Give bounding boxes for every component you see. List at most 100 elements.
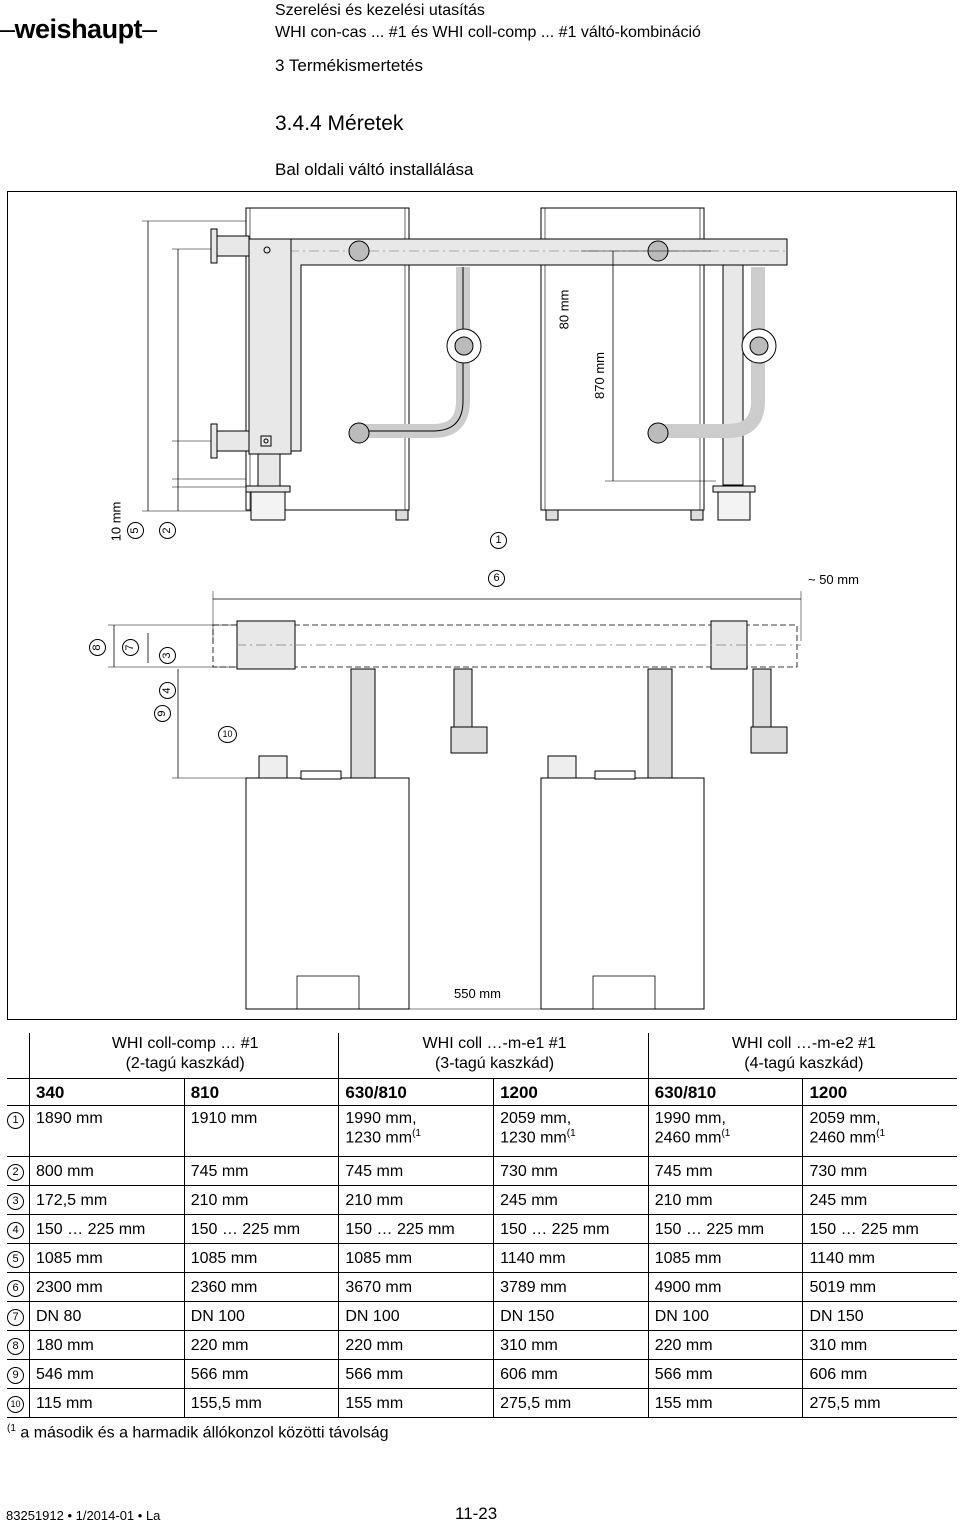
marker-3: 3 bbox=[157, 647, 176, 664]
row-key-marker: 3 bbox=[7, 1192, 24, 1210]
table-cell: 606 mm bbox=[802, 1359, 957, 1389]
table-cell: 1085 mm bbox=[647, 1243, 803, 1273]
table-cell: 245 mm bbox=[802, 1185, 957, 1215]
page-heading: 3.4.4 Méretek bbox=[275, 112, 404, 135]
table-cell: 310 mm bbox=[802, 1330, 957, 1360]
row-key-marker: 5 bbox=[7, 1250, 24, 1268]
table-cell: 150 … 225 mm bbox=[493, 1214, 649, 1244]
table-cell: 1140 mm bbox=[493, 1243, 649, 1273]
table-cell: 5019 mm bbox=[802, 1272, 957, 1302]
table-cell: 546 mm bbox=[29, 1359, 185, 1389]
table-cell: DN 100 bbox=[647, 1301, 803, 1331]
table-cell: 155 mm bbox=[338, 1388, 494, 1418]
dim-10mm: 10 mm bbox=[108, 501, 124, 542]
header-title: Szerelési és kezelési utasítás bbox=[275, 2, 485, 19]
table-cell: 745 mm bbox=[338, 1156, 494, 1186]
table-cell: 566 mm bbox=[338, 1359, 494, 1389]
table-cell: 210 mm bbox=[647, 1185, 803, 1215]
row-key-marker: 8 bbox=[7, 1337, 24, 1355]
row-key-marker: 2 bbox=[7, 1163, 24, 1181]
marker-2: 2 bbox=[157, 522, 176, 539]
table-cell: DN 150 bbox=[493, 1301, 649, 1331]
table-cell: 4900 mm bbox=[647, 1272, 803, 1302]
table-cell: 150 … 225 mm bbox=[338, 1214, 494, 1244]
dim-550mm: 550 mm bbox=[454, 986, 501, 1001]
marker-6: 6 bbox=[488, 568, 505, 587]
marker-1: 1 bbox=[490, 530, 507, 549]
marker-8: 8 bbox=[87, 639, 106, 656]
group-4-tagu: WHI coll …-m-e2 #1(4-tagú kaszkád) bbox=[647, 1033, 957, 1079]
table-cell: 220 mm bbox=[647, 1330, 803, 1360]
doc-number: 83251912 • 1/2014-01 • La bbox=[6, 1508, 161, 1523]
table-cell: 2360 mm bbox=[183, 1272, 339, 1302]
table-cell: DN 150 bbox=[802, 1301, 957, 1331]
table-cell: 155 mm bbox=[647, 1388, 803, 1418]
table-cell: 1085 mm bbox=[183, 1243, 339, 1273]
table-cell: 150 … 225 mm bbox=[802, 1214, 957, 1244]
table-cell: 210 mm bbox=[338, 1185, 494, 1215]
table-cell: 730 mm bbox=[802, 1156, 957, 1186]
dim-80mm: 80 mm bbox=[556, 289, 572, 330]
table-cell: 220 mm bbox=[183, 1330, 339, 1360]
marker-9: 9 bbox=[152, 705, 171, 722]
table-cell: DN 100 bbox=[338, 1301, 494, 1331]
table-group-header: WHI coll-comp … #1(2-tagú kaszkád) WHI c… bbox=[7, 1033, 957, 1079]
table-cell: 1085 mm bbox=[338, 1243, 494, 1273]
table-cell: 150 … 225 mm bbox=[29, 1214, 185, 1244]
marker-7: 7 bbox=[120, 639, 139, 656]
row-key-marker: 9 bbox=[7, 1366, 24, 1384]
row-key-marker: 6 bbox=[7, 1279, 24, 1297]
page-number: 11-23 bbox=[455, 1504, 498, 1523]
table-cell: 155,5 mm bbox=[183, 1388, 339, 1418]
group-3-tagu: WHI coll …-m-e1 #1(3-tagú kaszkád) bbox=[338, 1033, 649, 1079]
group-2-tagu: WHI coll-comp … #1(2-tagú kaszkád) bbox=[28, 1033, 339, 1079]
table-cell: 606 mm bbox=[493, 1359, 649, 1389]
sub-heading: Bal oldali váltó installálása bbox=[275, 160, 474, 179]
table-cell: 730 mm bbox=[493, 1156, 649, 1186]
table-cell: 220 mm bbox=[338, 1330, 494, 1360]
dim-870mm: 870 mm bbox=[591, 352, 607, 399]
table-cell: 1085 mm bbox=[29, 1243, 185, 1273]
table-cell: 115 mm bbox=[29, 1388, 185, 1418]
footnote: (1 a második és a harmadik állókonzol kö… bbox=[7, 1423, 389, 1442]
brand-logo: –weishaupt– bbox=[0, 14, 157, 44]
table-cell: 275,5 mm bbox=[802, 1388, 957, 1418]
table-cell: 2300 mm bbox=[29, 1272, 185, 1302]
dim-50mm: ~ 50 mm bbox=[808, 572, 859, 587]
section-title: 3 Termékismertetés bbox=[275, 56, 424, 75]
marker-10: 10 bbox=[218, 724, 237, 743]
row-key-marker: 10 bbox=[7, 1395, 24, 1413]
row-key-marker: 7 bbox=[7, 1308, 24, 1326]
table-cell: DN 80 bbox=[29, 1301, 185, 1331]
table-cell: DN 100 bbox=[183, 1301, 339, 1331]
table-cell: 210 mm bbox=[183, 1185, 339, 1215]
table-cell: 275,5 mm bbox=[493, 1388, 649, 1418]
table-cell: 566 mm bbox=[647, 1359, 803, 1389]
table-cell: 310 mm bbox=[493, 1330, 649, 1360]
table-cell: 150 … 225 mm bbox=[647, 1214, 803, 1244]
table-cell: 150 … 225 mm bbox=[183, 1214, 339, 1244]
row-key-marker: 4 bbox=[7, 1221, 24, 1239]
table-row: 1 1890 mm 1910 mm 1990 mm,1230 mm(1 2059… bbox=[7, 1105, 957, 1157]
table-cell: 3789 mm bbox=[493, 1272, 649, 1302]
header-subtitle: WHI con-cas ... #1 és WHI coll-comp ... … bbox=[275, 24, 701, 41]
table-cell: 1140 mm bbox=[802, 1243, 957, 1273]
table-subheader: 340 810 630/810 1200 630/810 1200 bbox=[7, 1078, 957, 1106]
marker-4: 4 bbox=[157, 682, 176, 699]
table-cell: 172,5 mm bbox=[29, 1185, 185, 1215]
dimension-table: WHI coll-comp … #1(2-tagú kaszkád) WHI c… bbox=[7, 1033, 957, 1418]
dimension-drawing: 5 2 3 4 10 mm 80 mm 870 mm 1 6 ~ 50 mm 8… bbox=[7, 191, 957, 1020]
table-cell: 566 mm bbox=[183, 1359, 339, 1389]
table-cell: 3670 mm bbox=[338, 1272, 494, 1302]
brand-name: weishaupt bbox=[14, 14, 143, 44]
table-cell: 745 mm bbox=[647, 1156, 803, 1186]
